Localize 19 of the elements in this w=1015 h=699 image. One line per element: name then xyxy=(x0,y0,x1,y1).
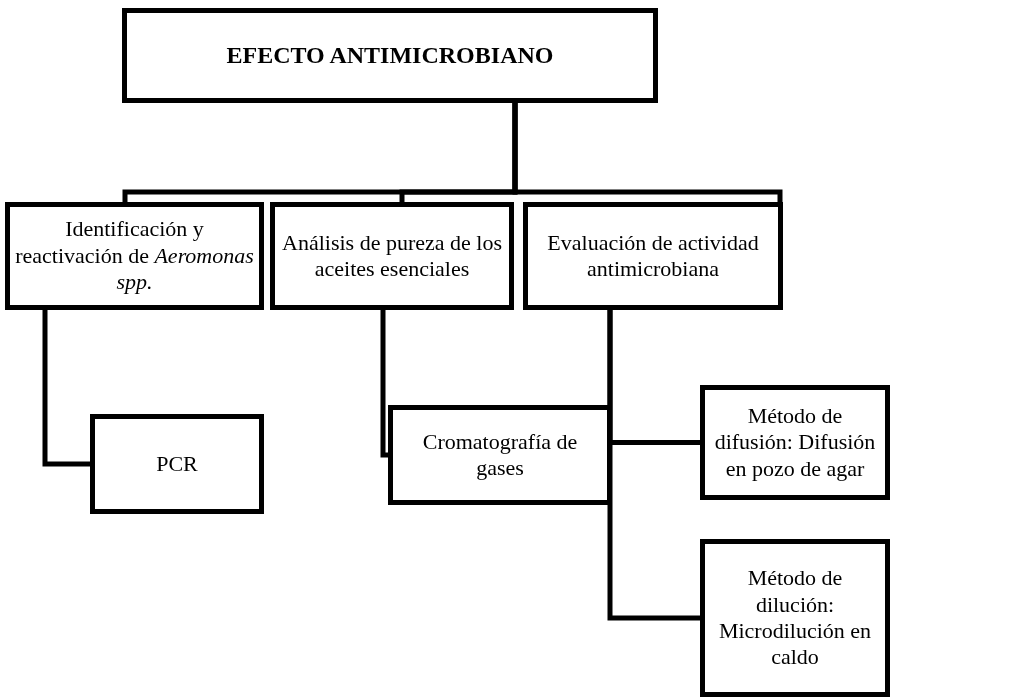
box-label: Método de dilución: Microdilución en caldo xyxy=(717,565,873,671)
box-label: Método de difusión: Difusión en pozo de agar xyxy=(713,402,877,483)
box-label: PCR xyxy=(155,450,199,478)
process-box xyxy=(700,539,890,697)
process-box xyxy=(90,414,264,514)
connector-line xyxy=(512,103,783,202)
process-box xyxy=(122,8,658,103)
process-box xyxy=(270,202,514,310)
box-label: EFECTO ANTIMICROBIANO xyxy=(225,41,555,70)
connector-line xyxy=(607,310,700,621)
box-label: Análisis de pureza de los aceites esenciales xyxy=(281,229,503,283)
process-box xyxy=(700,385,890,500)
process-box xyxy=(523,202,783,310)
box-label: Evaluación de actividad antimicrobiana xyxy=(546,229,760,283)
process-box xyxy=(5,202,264,310)
connector-line xyxy=(42,310,90,467)
connector-line xyxy=(380,310,388,458)
box-label: Cromatografía de gases xyxy=(421,428,579,482)
box-label: Identificación y reactivación de Aeromonas spp. xyxy=(14,216,255,296)
